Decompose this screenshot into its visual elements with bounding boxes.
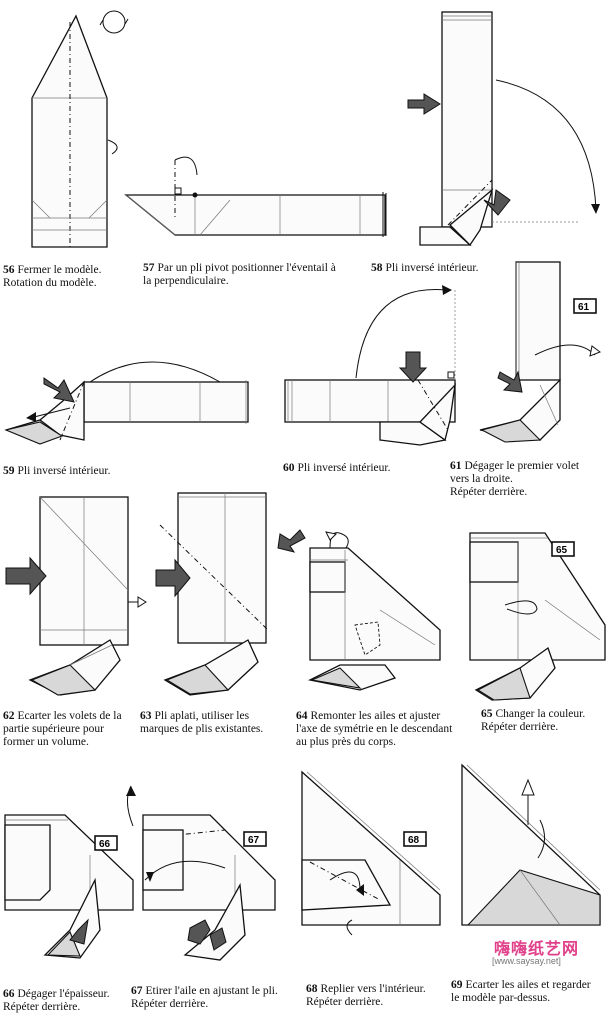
caption-text: Fermer le modèle. Rotation du modèle. [3,264,102,289]
step-60-figure [284,285,456,446]
step-61-figure [479,261,602,443]
caption-text: Etirer l'aile en ajustant le pli. Répéte… [131,985,278,1010]
watermark-title: 嗨嗨纸艺网 [494,941,580,958]
step-58-figure [407,11,600,247]
svg-text:68: 68 [408,835,420,846]
watermark-url: [www.saysay.net] [492,956,561,966]
caption-text: Pli aplati, utiliser les marques de plis… [140,710,264,735]
step-62-figure [5,496,147,696]
step-57-figure [124,156,387,237]
svg-text:67: 67 [248,835,260,846]
caption-text: Pli inversé intérieur. [17,465,111,477]
caption-text: Dégager le premier volet vers la droite.… [450,460,580,498]
rotate-icon [99,10,129,34]
svg-text:66: 66 [99,839,111,850]
ref-box-61: 61 [573,298,597,314]
ref-box-66: 66 [94,835,118,851]
caption-text: Remonter les ailes et ajuster l'axe de s… [296,710,453,748]
caption-text: Pli inversé intérieur. [385,262,479,274]
step-66-figure [4,814,134,959]
svg-text:61: 61 [578,302,590,313]
ref-box-68: 68 [403,831,427,847]
step-67-figure [126,785,276,961]
ref-box-67: 67 [243,831,267,847]
caption-text: Pli inversé intérieur. [297,462,391,474]
step-63-figure [155,492,306,696]
caption-text: Changer la couleur. Répéter derrière. [481,708,586,733]
svg-text:65: 65 [556,545,568,556]
step-68-figure [301,770,441,936]
caption-text: Ecarter les volets de la partie supérieu… [3,710,122,748]
caption-text: Dégager l'épaisseur. Répéter derrière. [3,988,110,1013]
step-64-figure [308,531,441,691]
caption-text: Replier vers l'intérieur. Répéter derriè… [306,983,426,1008]
step-56-figure [31,10,129,248]
step-59-figure [4,361,249,445]
step-65-figure [469,532,606,701]
ref-box-65: 65 [551,541,575,557]
caption-text: Ecarter les ailes et regarder le modèle … [451,979,591,1004]
caption-text: Par un pli pivot positionner l'éventail … [143,262,336,287]
step-69-figure [461,763,601,926]
